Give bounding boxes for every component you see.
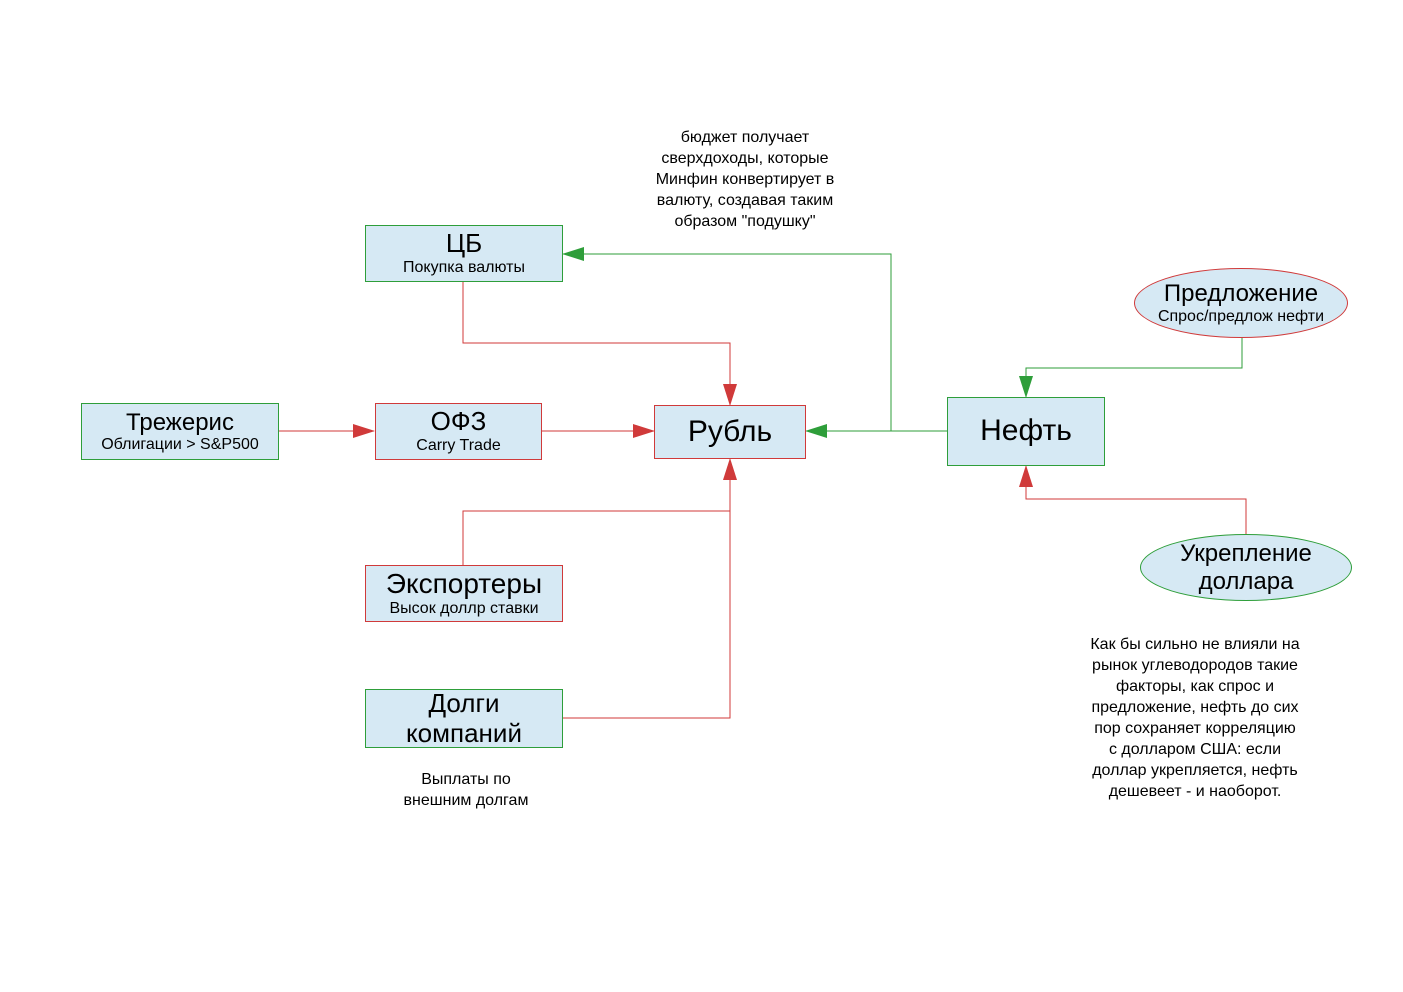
note-correlation-line: дешевеет - и наоборот. xyxy=(1108,783,1282,800)
note-correlation: Как бы сильно не влияли на рынок углевод… xyxy=(1060,634,1330,802)
node-ruble: Рубль xyxy=(654,405,806,459)
link-dollar-oil xyxy=(1019,465,1247,534)
note-correlation-line: доллар укрепляется, нефть xyxy=(1092,762,1298,779)
node-exporters: Экспортеры Высок доллр ставки xyxy=(365,565,563,622)
node-treasuries-subtitle: Облигации > S&P500 xyxy=(101,436,259,454)
link-debts-ruble xyxy=(562,511,731,719)
note-payments-line: Выплаты по xyxy=(421,771,511,788)
node-cb: ЦБ Покупка валюты xyxy=(365,225,563,282)
note-budget-line: сверхдоходы, которые xyxy=(661,150,829,167)
note-budget-line: бюджет получает xyxy=(680,129,810,146)
link-cb-ruble xyxy=(462,282,737,406)
node-supply-subtitle: Спрос/предлож нефти xyxy=(1157,307,1325,325)
link-supply-oil xyxy=(1019,338,1243,398)
node-dollar: Укрепление доллара xyxy=(1140,534,1352,601)
node-exporters-subtitle: Высок доллр ставки xyxy=(389,600,539,618)
note-budget-line: образом "подушку" xyxy=(674,213,816,230)
node-treasuries: Трежерис Облигации > S&P500 xyxy=(81,403,279,460)
note-payments: Выплаты по внешним долгам xyxy=(366,769,566,811)
link-exporters-ruble xyxy=(462,458,737,565)
node-exporters-title: Экспортеры xyxy=(385,568,543,600)
node-ofz-title: ОФЗ xyxy=(430,406,487,437)
note-correlation-line: рынок углеводородов такие xyxy=(1092,657,1298,674)
node-ofz-subtitle: Carry Trade xyxy=(416,437,501,455)
note-correlation-line: с долларом США: если xyxy=(1108,741,1282,758)
node-cb-subtitle: Покупка валюты xyxy=(403,259,525,277)
note-budget-line: валюту, создавая таким xyxy=(656,192,834,209)
node-supply-title: Предложение xyxy=(1163,280,1319,307)
node-debts: Долги компаний xyxy=(365,687,563,748)
node-debts-title-line2: компаний xyxy=(406,717,522,748)
note-budget-line: Минфин конвертирует в xyxy=(655,171,835,188)
node-treasuries-title: Трежерис xyxy=(126,408,234,436)
node-oil-title: Нефть xyxy=(980,414,1072,448)
node-ruble-title: Рубль xyxy=(687,414,773,448)
node-oil: Нефть xyxy=(947,397,1105,466)
node-ofz: ОФЗ Carry Trade xyxy=(375,403,542,460)
node-supply: Предложение Спрос/предлож нефти xyxy=(1134,268,1348,338)
note-budget: бюджет получает сверхдоходы, которые Мин… xyxy=(625,127,865,232)
link-oil-cb xyxy=(562,247,892,431)
note-correlation-line: факторы, как спрос и xyxy=(1115,678,1275,695)
note-payments-line: внешним долгам xyxy=(403,792,529,809)
note-correlation-line: предложение, нефть до сих xyxy=(1091,699,1299,716)
node-dollar-title-line2: доллара xyxy=(1198,567,1294,595)
node-cb-title: ЦБ xyxy=(445,228,483,259)
note-correlation-line: Как бы сильно не влияли на xyxy=(1090,636,1300,653)
node-dollar-title-line1: Укрепление xyxy=(1180,539,1312,567)
note-correlation-line: пор сохраняет корреляцию xyxy=(1094,720,1296,737)
node-debts-title-line1: Долги xyxy=(428,687,500,718)
